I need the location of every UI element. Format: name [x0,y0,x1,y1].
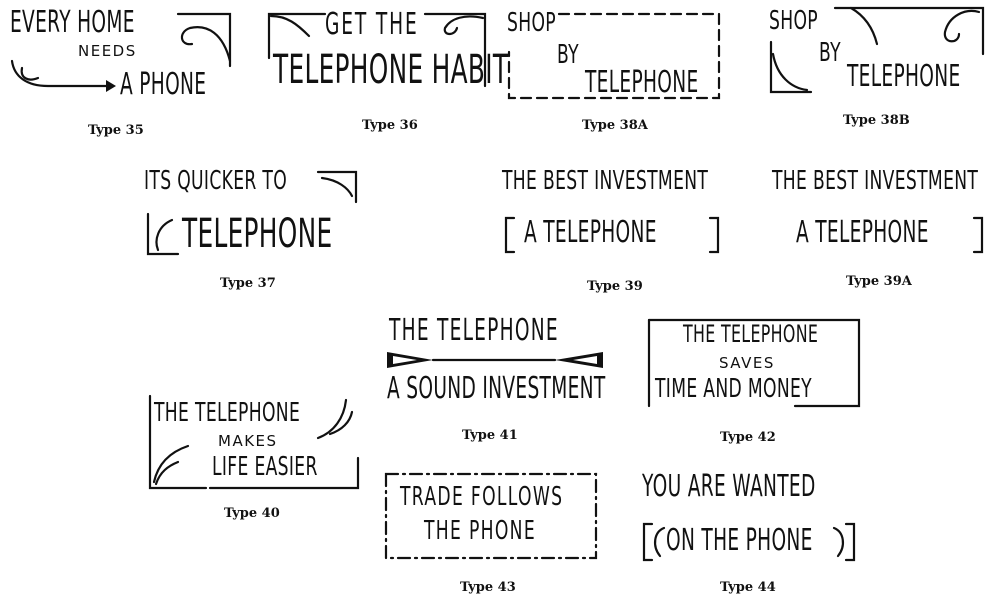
caption-type-39: Type 39 [587,279,643,294]
stamp-42-frame [647,318,861,408]
stamp-38a-line-2: BY [557,40,579,70]
stamp-38b-line-3: TELEPHONE [847,59,961,94]
stamp-44-brackets [642,522,856,562]
stamp-type-41: THE TELEPHONE A SOUND INVESTMENT [385,314,607,414]
stamp-41-line-2: A SOUND INVESTMENT [387,371,606,406]
stamp-39-line-2: A TELEPHONE [524,215,657,250]
stamp-type-35: EVERY HOME NEEDS A PHONE [8,6,233,101]
caption-type-40: Type 40 [224,506,280,521]
stamp-42-line-2: SAVES [719,354,775,372]
stamp-39-line-1: THE BEST INVESTMENT [502,166,709,196]
stamp-type-38a: SHOP BY TELEPHONE [503,6,728,104]
stamp-36-line-2: TELEPHONE HABIT [273,47,509,93]
stamp-39a-bracket [972,216,984,254]
stamp-38b-line-1: SHOP [769,6,818,36]
stamp-type-40: THE TELEPHONE MAKES LIFE EASIER [146,392,364,492]
stamp-42-line-1: THE TELEPHONE [683,320,819,348]
caption-type-41: Type 41 [462,428,518,443]
stamp-type-39: THE BEST INVESTMENT A TELEPHONE [500,164,728,260]
stamp-41-line-1: THE TELEPHONE [389,313,559,348]
stamp-35-line-1: EVERY HOME [10,5,135,40]
stamp-42-line-3: TIME AND MONEY [655,374,812,404]
stamp-35-scroll-ornaments [10,12,232,92]
stamp-type-36: GET THE TELEPHONE HABIT [265,6,508,101]
stamp-38a-line-3: TELEPHONE [585,65,699,100]
stamp-type-43: TRADE FOLLOWS THE PHONE [382,470,602,566]
stamp-38a-dashed-frame [507,12,721,100]
stamp-44-line-2: ON THE PHONE [666,523,813,558]
stamp-40-line-2: MAKES [218,432,278,450]
stamp-37-corner-frame [146,170,358,256]
caption-type-44: Type 44 [720,580,776,595]
stamp-39a-line-2: A TELEPHONE [796,215,929,250]
stamp-type-37: ITS QUICKER TO TELEPHONE [142,164,362,262]
caption-type-37: Type 37 [220,276,276,291]
stamp-43-line-1: TRADE FOLLOWS [400,482,564,512]
stamp-38b-scroll-frame [769,6,985,94]
stamp-35-line-2: NEEDS [78,42,137,60]
caption-type-39a: Type 39A [846,274,912,289]
stamp-39a-line-1: THE BEST INVESTMENT [772,166,979,196]
stamp-type-42: THE TELEPHONE SAVES TIME AND MONEY [645,316,865,412]
stamp-38b-line-2: BY [819,38,841,68]
stamp-36-line-1: GET THE [325,7,419,42]
stamp-37-line-2: TELEPHONE [182,211,333,257]
stamp-type-39a: THE BEST INVESTMENT A TELEPHONE [770,164,992,260]
stamp-44-line-1: YOU ARE WANTED [642,469,816,504]
stamp-38a-line-1: SHOP [507,8,556,38]
stamp-43-dash-dot-frame [384,472,598,560]
stamp-type-38b: SHOP BY TELEPHONE [765,4,990,99]
caption-type-36: Type 36 [362,118,418,133]
caption-type-38a: Type 38A [582,118,648,133]
stamp-37-line-1: ITS QUICKER TO [144,166,288,196]
caption-type-35: Type 35 [88,123,144,138]
caption-type-38b: Type 38B [843,113,910,128]
stamp-36-frame [267,12,487,88]
stamp-type-44: YOU ARE WANTED ON THE PHONE [640,468,862,568]
stamp-40-line-1: THE TELEPHONE [154,398,301,428]
stamp-40-frame-and-flourishes [148,394,360,490]
caption-type-43: Type 43 [460,580,516,595]
stamp-40-line-3: LIFE EASIER [212,452,318,482]
stamp-41-pennant-rules [387,352,603,368]
caption-type-42: Type 42 [720,430,776,445]
stamp-35-line-3: A PHONE [120,67,207,102]
stamp-43-line-2: THE PHONE [424,516,537,546]
stamp-39-brackets [504,216,720,254]
